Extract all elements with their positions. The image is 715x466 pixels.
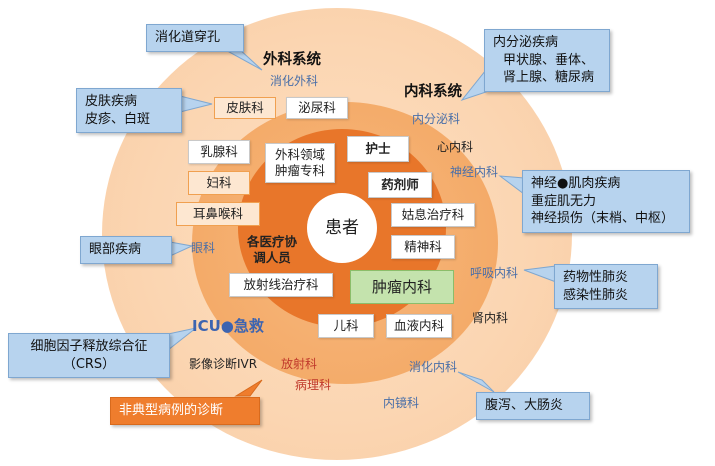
label-endoscopy: 内镜科 (383, 396, 420, 410)
label-ophthalmology: 眼科 (191, 241, 216, 255)
pointer-lung (523, 265, 557, 283)
label-respiratory: 呼吸内科 (470, 266, 519, 280)
callout-atypical-diagnosis: 非典型病例的诊断 (110, 397, 260, 425)
label-nephrology: 肾内科 (472, 311, 509, 325)
label-gastroenterology: 消化内科 (409, 360, 458, 374)
box-gynecology: 妇科 (188, 171, 250, 195)
pointer-eye (169, 241, 194, 257)
box-surgical-oncology-line2: 肿瘤专科 (274, 163, 325, 178)
callout-crs-line2: （CRS） (62, 356, 116, 372)
callout-endocrine-line1: 内分泌疾病 (493, 35, 559, 50)
surgery-system-title: 外科系统 (263, 52, 321, 68)
label-cardiology: 心内科 (437, 140, 474, 154)
box-nurse: 护士 (347, 136, 409, 162)
callout-neuro: 神经●肌肉疾病 重症肌无力 神经损伤（末梢、中枢） (522, 170, 690, 233)
callout-skin-disease: 皮肤疾病 皮疹、白斑 (76, 88, 182, 134)
callout-crs: 细胞因子释放综合征 （CRS） (8, 333, 170, 379)
coordinator-line2: 调人员 (253, 250, 291, 265)
pointer-skin (179, 95, 213, 113)
callout-endocrine-line2: 甲状腺、垂体、 (503, 52, 595, 68)
callout-neuro-line3: 神经损伤（末梢、中枢） (531, 211, 675, 227)
callout-endocrine-line3: 肾上腺、糖尿病 (503, 70, 595, 86)
box-ent: 耳鼻喉科 (176, 202, 260, 226)
label-radiology: 放射科 (281, 357, 318, 371)
callout-skin-line1: 皮肤疾病 (85, 94, 138, 109)
box-urology: 泌尿科 (286, 97, 348, 119)
callout-diarrhea: 腹泻、大肠炎 (476, 392, 590, 420)
callout-lung-line1: 药物性肺炎 (563, 270, 629, 285)
callout-gi-perforation: 消化道穿孔 (146, 24, 244, 52)
box-surgical-oncology: 外科领域 肿瘤专科 (265, 143, 335, 183)
coordinator-label: 各医疗协 调人员 (236, 230, 308, 270)
pointer-neuro (498, 175, 525, 195)
internal-medicine-title: 内科系统 (404, 84, 462, 100)
box-breast: 乳腺科 (188, 140, 250, 164)
label-neurology: 神经内科 (450, 165, 499, 179)
core-circle (307, 193, 377, 263)
box-palliative: 姑息治疗科 (391, 203, 475, 227)
box-hematology: 血液内科 (386, 314, 452, 338)
pointer-diarrhea (457, 371, 495, 393)
box-medical-oncology: 肿瘤内科 (350, 270, 454, 304)
callout-neuro-line1: 神经●肌肉疾病 (531, 176, 621, 191)
box-psychiatry: 精神科 (391, 235, 455, 259)
coordinator-line1: 各医疗协 (246, 234, 297, 250)
callout-lung-line2: 感染性肺炎 (563, 287, 629, 303)
callout-endocrine: 内分泌疾病 甲状腺、垂体、 肾上腺、糖尿病 (484, 29, 610, 92)
label-pathology: 病理科 (295, 378, 332, 392)
pointer-atypical (234, 379, 263, 397)
box-surgical-oncology-line1: 外科领域 (274, 147, 325, 163)
box-pharmacist: 药剂师 (368, 172, 432, 198)
callout-lung: 药物性肺炎 感染性肺炎 (554, 264, 658, 310)
box-pediatrics: 儿科 (318, 314, 374, 338)
core-label: 患者 (325, 218, 359, 238)
box-dermatology: 皮肤科 (214, 97, 276, 119)
callout-eye-disease: 眼部疾病 (80, 236, 172, 264)
label-digestive-surgery: 消化外科 (270, 74, 319, 88)
label-endocrinology: 内分泌科 (412, 112, 461, 126)
callout-skin-line2: 皮疹、白斑 (85, 111, 151, 127)
label-imaging-ivr: 影像诊断IVR (189, 357, 258, 371)
callout-neuro-line2: 重症肌无力 (531, 193, 597, 209)
callout-crs-line1: 细胞因子释放综合征 (30, 339, 148, 354)
box-radiotherapy: 放射线治疗科 (229, 273, 333, 297)
icu-emergency-label: ICU●急救 (192, 317, 264, 335)
